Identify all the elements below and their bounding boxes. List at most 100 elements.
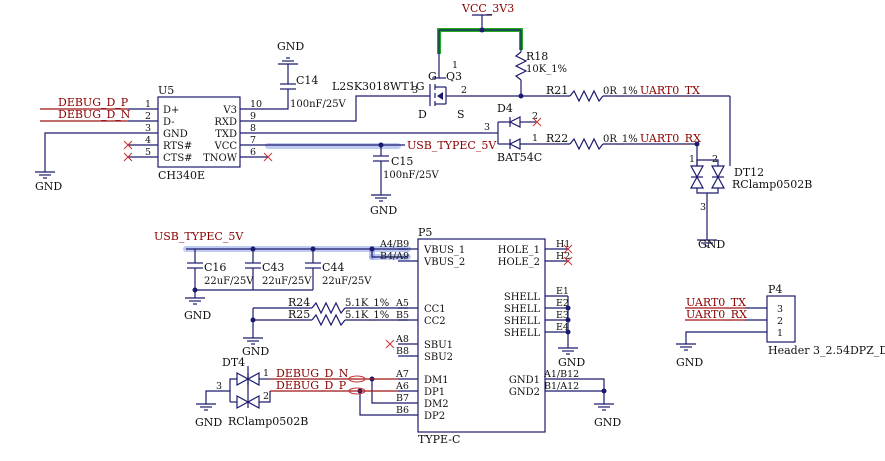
gnd1-wire xyxy=(568,378,605,404)
svg-text:DM1: DM1 xyxy=(424,375,449,386)
svg-text:D+: D+ xyxy=(163,105,179,116)
capacitor-c15[interactable]: C15 100nF/25V xyxy=(373,145,440,195)
svg-text:CC2: CC2 xyxy=(424,316,446,327)
gnd-symbol-cc: GND xyxy=(242,337,269,358)
ic-u5-ch340e[interactable]: U5 CH340E 1 2 3 4 5 D+ D- GND RTS# CTS# … xyxy=(128,84,268,182)
svg-text:A7: A7 xyxy=(395,369,409,380)
q3-drain-label: D xyxy=(418,108,427,121)
diff-pair-marker xyxy=(348,375,366,395)
u5-ref: U5 xyxy=(158,84,174,97)
uart0-rx-net-label-2[interactable]: UART0_RX xyxy=(686,308,747,321)
dm-bridge-wire xyxy=(371,379,398,404)
svg-text:1: 1 xyxy=(263,368,269,379)
svg-text:GND: GND xyxy=(698,238,725,251)
junction-dot xyxy=(565,305,571,311)
gnd-symbol-shell: GND xyxy=(558,347,585,369)
uart0-rx-net-label[interactable]: UART0_RX xyxy=(640,132,701,145)
svg-text:GND: GND xyxy=(594,416,621,429)
capacitor-c16[interactable]: C16 22uF/25V xyxy=(187,249,254,298)
svg-text:4: 4 xyxy=(145,135,151,146)
capacitor-c44[interactable]: C44 22uF/25V xyxy=(305,249,372,290)
debug-d-p-net-label[interactable]: DEBUG_D_P xyxy=(58,96,129,109)
debug-d-n-net-label-2[interactable]: DEBUG_D_N xyxy=(276,367,349,380)
mosfet-q3[interactable]: G Q3 D S 3 1 2 L2SK3018WT1G xyxy=(332,30,467,121)
r18-ref: R18 xyxy=(526,50,548,63)
svg-text:GND: GND xyxy=(242,345,269,358)
svg-text:7: 7 xyxy=(250,135,256,146)
capacitor-c14[interactable]: C14 100nF/25V xyxy=(280,64,347,110)
resistor-r22[interactable]: R22 0R_1% xyxy=(546,132,697,151)
tvs-dt12[interactable]: DT12 RClamp0502B 1 2 3 xyxy=(689,96,812,240)
svg-text:GND: GND xyxy=(558,356,585,369)
usb-typec-5v-net-label-2[interactable]: USB_TYPEC_5V xyxy=(154,230,244,243)
svg-text:R25: R25 xyxy=(288,308,310,321)
svg-text:3: 3 xyxy=(484,122,490,133)
resistor-r21[interactable]: R21 0R_1% xyxy=(546,84,730,103)
svg-text:0R_1%: 0R_1% xyxy=(603,86,638,97)
junction-dot xyxy=(565,317,571,323)
resistor-r25[interactable]: R25 5.1K_1% xyxy=(253,308,408,327)
svg-text:DT12: DT12 xyxy=(734,166,764,179)
svg-text:BAT54C: BAT54C xyxy=(497,151,542,164)
svg-text:C16: C16 xyxy=(204,261,226,274)
gnd-symbol-caps: GND xyxy=(184,297,211,322)
q3-source-label: S xyxy=(457,108,465,121)
uart0-tx-net-label-2[interactable]: UART0_TX xyxy=(686,296,746,309)
svg-text:GND: GND xyxy=(35,180,62,193)
svg-text:CTS#: CTS# xyxy=(163,153,193,164)
svg-text:10: 10 xyxy=(250,99,262,110)
svg-text:H1: H1 xyxy=(556,239,570,250)
svg-text:3: 3 xyxy=(145,123,151,134)
capacitor-c43[interactable]: C43 22uF/25V xyxy=(245,249,312,290)
svg-text:SHELL: SHELL xyxy=(504,292,541,303)
svg-text:A8: A8 xyxy=(395,334,409,345)
svg-text:3: 3 xyxy=(777,304,783,315)
svg-text:RClamp0502B: RClamp0502B xyxy=(228,415,308,428)
svg-text:B7: B7 xyxy=(396,393,409,404)
svg-text:6: 6 xyxy=(250,147,256,158)
svg-text:A6: A6 xyxy=(395,381,409,392)
usb-typec-5v-net-label[interactable]: USB_TYPEC_5V xyxy=(407,139,497,152)
u5-gnd-wire xyxy=(44,132,128,172)
svg-text:C14: C14 xyxy=(296,74,318,87)
svg-text:D-: D- xyxy=(163,117,175,128)
gnd-symbol-gnd12: GND xyxy=(594,403,621,429)
svg-text:TXD: TXD xyxy=(215,129,237,140)
q3-pin3: 3 xyxy=(412,85,418,96)
svg-text:GND: GND xyxy=(277,40,304,53)
dp-bridge-wire xyxy=(359,391,398,416)
diode-d4-bat54c[interactable]: D4 BAT54C 3 2 1 xyxy=(484,102,570,164)
svg-text:D4: D4 xyxy=(497,102,513,115)
header-p4[interactable]: P4 Header 3_2.54DPZ_DNP 3 2 1 xyxy=(745,283,885,357)
vcc-3v3-power-port[interactable]: VCC_3V3 xyxy=(461,2,514,30)
svg-text:1: 1 xyxy=(532,133,538,144)
debug-d-p-net-label-2[interactable]: DEBUG_D_P xyxy=(276,379,347,392)
q3-ref: Q3 xyxy=(446,70,462,83)
svg-text:A5: A5 xyxy=(395,298,409,309)
uart0-tx-net-label[interactable]: UART0_TX xyxy=(640,84,700,97)
svg-text:GND: GND xyxy=(184,309,211,322)
svg-text:SBU2: SBU2 xyxy=(424,352,453,363)
resistor-r18[interactable]: R18 10K_1% xyxy=(514,30,567,96)
svg-text:GND: GND xyxy=(370,204,397,217)
no-connect-u5-pin4 xyxy=(123,140,133,150)
tvs-dt4[interactable]: DT4 RClamp0502B 1 2 3 xyxy=(205,356,308,428)
no-connect-p5-h1 xyxy=(563,244,573,254)
svg-text:1: 1 xyxy=(777,328,783,339)
vcc-3v3-label: VCC_3V3 xyxy=(461,2,514,15)
svg-text:SHELL: SHELL xyxy=(504,316,541,327)
junction-dot xyxy=(601,388,607,394)
junction-dot xyxy=(565,329,571,335)
svg-text:5.1K_1%: 5.1K_1% xyxy=(345,310,389,321)
svg-text:8: 8 xyxy=(250,123,256,134)
svg-text:9: 9 xyxy=(250,111,256,122)
junction-dot xyxy=(369,246,375,252)
svg-text:E2: E2 xyxy=(556,298,569,309)
gnd-symbol-dt4: GND xyxy=(195,403,222,429)
svg-text:R22: R22 xyxy=(546,132,568,145)
connector-p5-typec[interactable]: P5 TYPE-C A4/B9 B4/A9 A5 B5 A8 B8 A7 A6 … xyxy=(379,226,579,446)
svg-text:R24: R24 xyxy=(288,296,310,309)
debug-d-n-net-label[interactable]: DEBUG_D_N xyxy=(58,108,131,121)
resistor-r24[interactable]: R24 5.1K_1% xyxy=(253,296,408,315)
